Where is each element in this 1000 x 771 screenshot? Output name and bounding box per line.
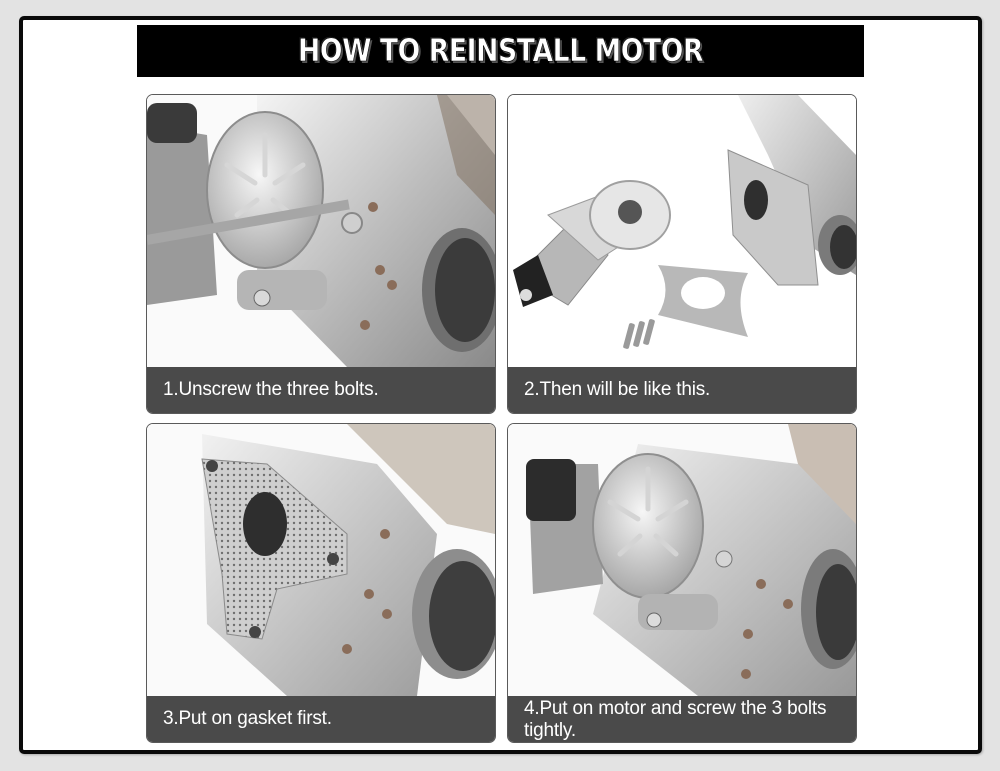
step-3-caption: 3.Put on gasket first. bbox=[147, 696, 495, 742]
step-1-caption: 1.Unscrew the three bolts. bbox=[147, 367, 495, 413]
step-panel-1: 1.Unscrew the three bolts. bbox=[146, 94, 496, 414]
step-panel-3: 3.Put on gasket first. bbox=[146, 423, 496, 743]
step-4-caption: 4.Put on motor and screw the 3 bolts tig… bbox=[508, 696, 856, 742]
step-2-photo bbox=[508, 95, 856, 367]
step-2-caption: 2.Then will be like this. bbox=[508, 367, 856, 413]
step-panel-2: 2.Then will be like this. bbox=[507, 94, 857, 414]
step-1-photo bbox=[147, 95, 495, 367]
step-4-photo bbox=[508, 424, 856, 696]
title-banner: HOW TO REINSTALL MOTOR bbox=[137, 25, 864, 77]
step-3-photo bbox=[147, 424, 495, 696]
page-title: HOW TO REINSTALL MOTOR bbox=[297, 33, 704, 70]
step-panel-4: 4.Put on motor and screw the 3 bolts tig… bbox=[507, 423, 857, 743]
